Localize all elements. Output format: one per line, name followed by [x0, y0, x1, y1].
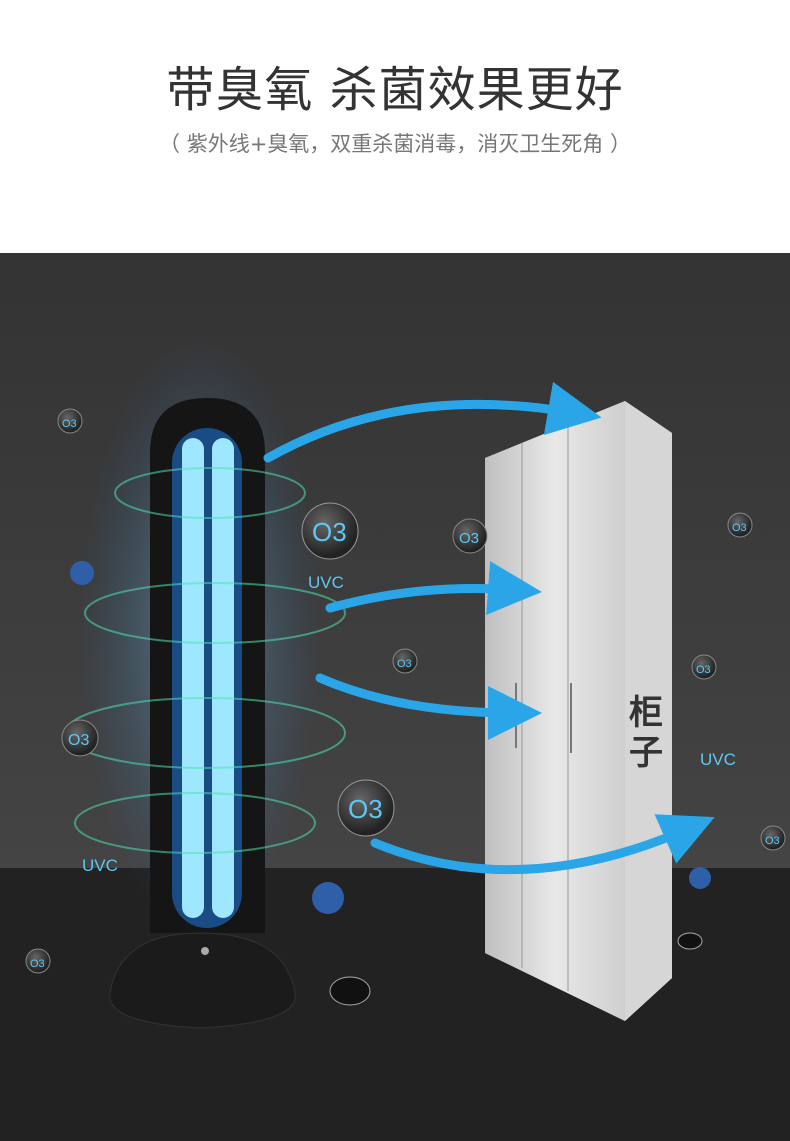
svg-text:O3: O3 [68, 732, 89, 749]
page-subtitle: （ 紫外线+臭氧，双重杀菌消毒，消灭卫生死角 ） [159, 132, 631, 156]
svg-text:O3: O3 [30, 958, 45, 970]
germs [70, 561, 711, 914]
svg-text:O3: O3 [696, 664, 711, 676]
page-title: 带臭氧 杀菌效果更好 [166, 62, 624, 118]
svg-text:O3: O3 [459, 530, 479, 547]
cabinet-label: 柜子 [629, 693, 663, 773]
svg-text:O3: O3 [732, 522, 747, 534]
mites [329, 932, 703, 1006]
svg-text:O3: O3 [312, 517, 347, 547]
svg-text:O3: O3 [765, 835, 780, 847]
uvc-label: UVC [82, 856, 118, 875]
illustration-graphic: O3 O3 O3 O3 O3 O3 O3 O3 O3 O3 [0, 253, 790, 1141]
product-illustration: O3 O3 O3 O3 O3 O3 O3 O3 O3 O3 UVC UVC UV… [0, 253, 790, 1141]
uv-arrows [263, 381, 715, 875]
uv-lamp [80, 333, 320, 1029]
svg-text:O3: O3 [348, 794, 383, 824]
svg-text:O3: O3 [62, 418, 77, 430]
svg-text:O3: O3 [397, 658, 412, 670]
uvc-label: UVC [308, 573, 344, 592]
ozone-bubbles: O3 O3 O3 O3 O3 O3 O3 O3 O3 O3 [25, 408, 786, 974]
uvc-label: UVC [700, 750, 736, 769]
